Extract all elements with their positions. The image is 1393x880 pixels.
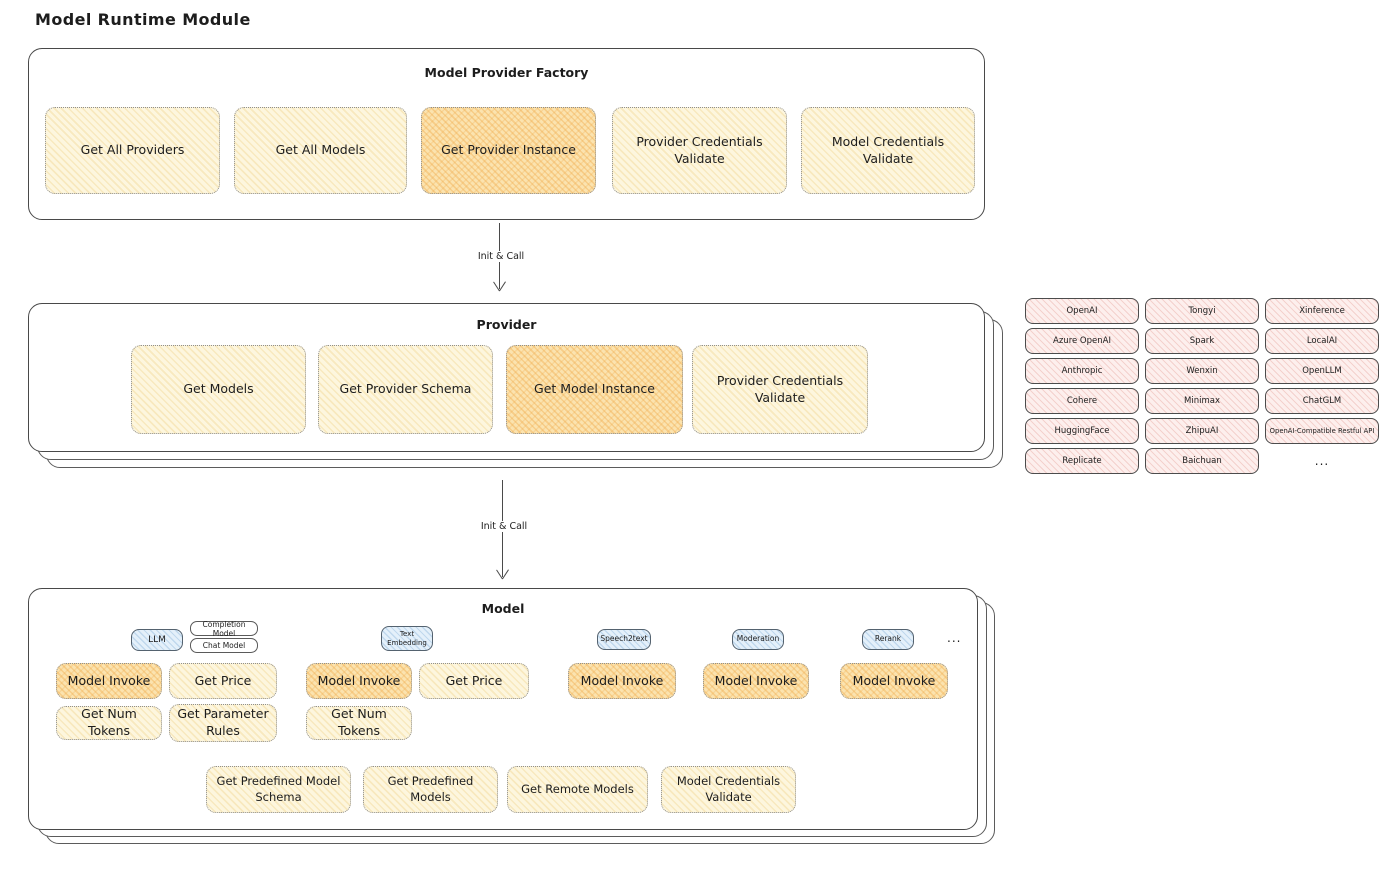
llm-get-parameter-rules-button: Get Parameter Rules xyxy=(169,704,277,742)
provider-chip-openai-compatible: OpenAI-Compatible Restful API xyxy=(1265,418,1379,444)
llm-kind-chat-model: Chat Model xyxy=(190,638,258,653)
llm-get-num-tokens-button: Get Num Tokens xyxy=(56,706,162,740)
get-provider-schema-button: Get Provider Schema xyxy=(318,345,493,434)
provider-box: Provider Get Models Get Provider Schema … xyxy=(28,303,1003,468)
model-type-text-embedding: Text Embedding xyxy=(381,626,433,651)
get-model-instance-button: Get Model Instance xyxy=(506,345,683,434)
rerank-model-invoke-button: Model Invoke xyxy=(840,663,948,699)
provider-credentials-validate-button-2: Provider Credentials Validate xyxy=(692,345,868,434)
get-remote-models-button: Get Remote Models xyxy=(507,766,648,813)
provider-chip-wenxin: Wenxin xyxy=(1145,358,1259,384)
model-type-rerank: Rerank xyxy=(862,629,914,650)
model-type-moderation: Moderation xyxy=(732,629,784,650)
llm-kind-completion-model: Completion Model xyxy=(190,620,258,638)
provider-chip-replicate: Replicate xyxy=(1025,448,1139,474)
model-card: Model LLM Completion Model Chat Model Te… xyxy=(28,588,978,830)
model-title: Model xyxy=(481,601,525,616)
provider-chip-azure-openai: Azure OpenAI xyxy=(1025,328,1139,354)
provider-list-grid: OpenAI Tongyi Xinference Azure OpenAI Sp… xyxy=(1025,298,1379,474)
get-predefined-models-button: Get Predefined Models xyxy=(363,766,498,813)
get-all-models-button: Get All Models xyxy=(234,107,407,194)
provider-chip-tongyi: Tongyi xyxy=(1145,298,1259,324)
model-credentials-validate-button: Model Credentials Validate xyxy=(801,107,975,194)
provider-chip-anthropic: Anthropic xyxy=(1025,358,1139,384)
provider-chip-spark: Spark xyxy=(1145,328,1259,354)
diagram-title: Model Runtime Module xyxy=(35,10,251,29)
model-credentials-validate-button-2: Model Credentials Validate xyxy=(661,766,796,813)
init-call-label-2: Init & Call xyxy=(471,521,537,532)
model-provider-factory-box: Model Provider Factory Get All Providers… xyxy=(28,48,985,220)
llm-get-price-button: Get Price xyxy=(169,663,277,699)
factory-title: Model Provider Factory xyxy=(424,65,589,80)
provider-chip-huggingface: HuggingFace xyxy=(1025,418,1139,444)
model-type-llm: LLM xyxy=(131,629,183,651)
provider-chip-chatglm: ChatGLM xyxy=(1265,388,1379,414)
provider-card: Provider Get Models Get Provider Schema … xyxy=(28,303,985,452)
model-type-speech2text: Speech2text xyxy=(597,629,651,650)
provider-chip-openai: OpenAI xyxy=(1025,298,1139,324)
embedding-get-price-button: Get Price xyxy=(419,663,529,699)
provider-title: Provider xyxy=(476,317,537,332)
provider-chip-baichuan: Baichuan xyxy=(1145,448,1259,474)
provider-credentials-validate-button: Provider Credentials Validate xyxy=(612,107,787,194)
model-types-ellipsis: ... xyxy=(947,631,962,645)
provider-chip-zhipuai: ZhipuAI xyxy=(1145,418,1259,444)
provider-chip-openllm: OpenLLM xyxy=(1265,358,1379,384)
speech2text-model-invoke-button: Model Invoke xyxy=(568,663,676,699)
get-all-providers-button: Get All Providers xyxy=(45,107,220,194)
model-provider-factory-card: Model Provider Factory Get All Providers… xyxy=(28,48,985,220)
provider-chip-localai: LocalAI xyxy=(1265,328,1379,354)
get-predefined-model-schema-button: Get Predefined Model Schema xyxy=(206,766,351,813)
model-box: Model LLM Completion Model Chat Model Te… xyxy=(28,588,995,844)
embedding-get-num-tokens-button: Get Num Tokens xyxy=(306,706,412,740)
get-provider-instance-button: Get Provider Instance xyxy=(421,107,596,194)
init-call-label-1: Init & Call xyxy=(468,251,534,262)
get-models-button: Get Models xyxy=(131,345,306,434)
embedding-model-invoke-button: Model Invoke xyxy=(306,663,412,699)
provider-chip-cohere: Cohere xyxy=(1025,388,1139,414)
llm-model-invoke-button: Model Invoke xyxy=(56,663,162,699)
provider-chip-minimax: Minimax xyxy=(1145,388,1259,414)
moderation-model-invoke-button: Model Invoke xyxy=(703,663,809,699)
providers-ellipsis: ... xyxy=(1314,454,1330,468)
provider-chip-xinference: Xinference xyxy=(1265,298,1379,324)
